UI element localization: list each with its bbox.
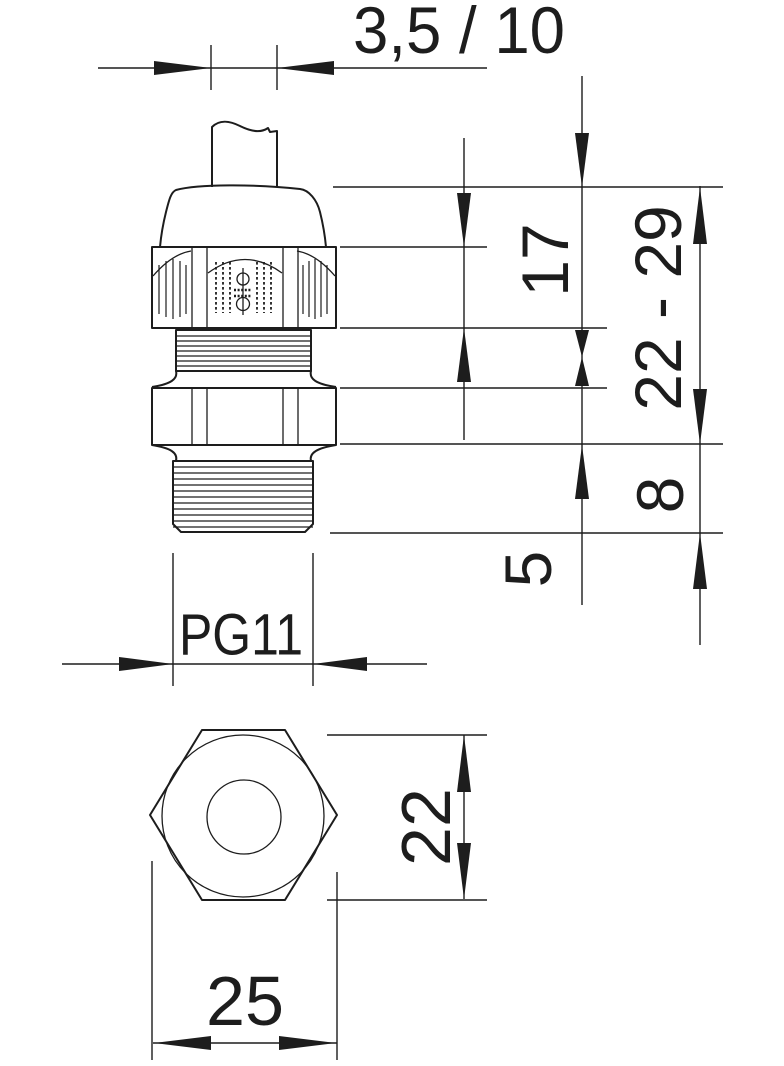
dim-arrowhead	[693, 533, 707, 589]
upper-neck-left	[151, 370, 178, 388]
dim-label-5: 5	[491, 551, 565, 588]
dim-arrowhead	[693, 389, 707, 444]
dim-arrowhead	[575, 445, 589, 499]
dim-arrowhead-hourglass-top	[575, 330, 589, 357]
center-knurling	[215, 262, 272, 313]
dim-height-17: 17	[457, 138, 582, 440]
dim-pg11: PG11	[62, 553, 427, 686]
molded-marking	[234, 268, 252, 315]
dim-label-22-29: 22 - 29	[621, 205, 695, 410]
dim-label-cable-range: 3,5 / 10	[353, 0, 565, 67]
outer-circle	[161, 734, 325, 898]
cable-stub	[211, 120, 278, 187]
dim-label-25: 25	[206, 962, 284, 1040]
hex-outline	[149, 729, 338, 901]
extension-lines-right	[330, 186, 723, 534]
dim-cable-range: 3,5 / 10	[98, 0, 565, 90]
dim-label-pg11: PG11	[179, 603, 303, 668]
lower-neck-right	[309, 444, 337, 462]
sealing-cap	[159, 184, 327, 248]
thread-section	[172, 460, 314, 533]
knurling-left	[158, 259, 187, 319]
dim-arrowhead	[277, 61, 334, 75]
dim-arrowhead-hourglass-bottom	[575, 357, 589, 386]
dim-5: 5	[491, 551, 565, 588]
dim-label-22: 22	[387, 788, 465, 866]
bottom-view	[149, 729, 338, 901]
dim-arrowhead	[457, 328, 471, 382]
lamellar-section	[175, 329, 312, 372]
dim-arrowhead	[457, 193, 471, 247]
inner-circle	[206, 779, 282, 855]
upper-hex-nut	[151, 246, 337, 329]
dim-line-variable	[575, 76, 589, 605]
knurling-right	[302, 259, 328, 319]
dim-thread-length-8: 8	[623, 477, 707, 589]
lower-neck-left	[151, 444, 178, 462]
dim-arrowhead	[279, 1036, 336, 1050]
dim-height-range: 22 - 29	[621, 186, 707, 645]
dim-arrowhead	[119, 657, 173, 671]
middle-hex-nut	[151, 387, 337, 446]
dim-label-17: 17	[508, 223, 582, 296]
dim-arrowhead	[154, 1036, 211, 1050]
dim-arrowhead	[313, 657, 367, 671]
dim-arrowhead	[457, 843, 471, 899]
upper-neck-right	[309, 370, 337, 388]
dim-arrowhead	[457, 735, 471, 792]
dim-label-8: 8	[623, 477, 697, 514]
dim-arrowhead	[154, 61, 211, 75]
dim-across-flats-22: 22	[327, 734, 487, 901]
side-view	[151, 120, 337, 533]
dim-arrowhead	[693, 187, 707, 244]
dim-across-corners-25: 25	[151, 861, 338, 1060]
dim-arrowhead	[575, 133, 589, 187]
